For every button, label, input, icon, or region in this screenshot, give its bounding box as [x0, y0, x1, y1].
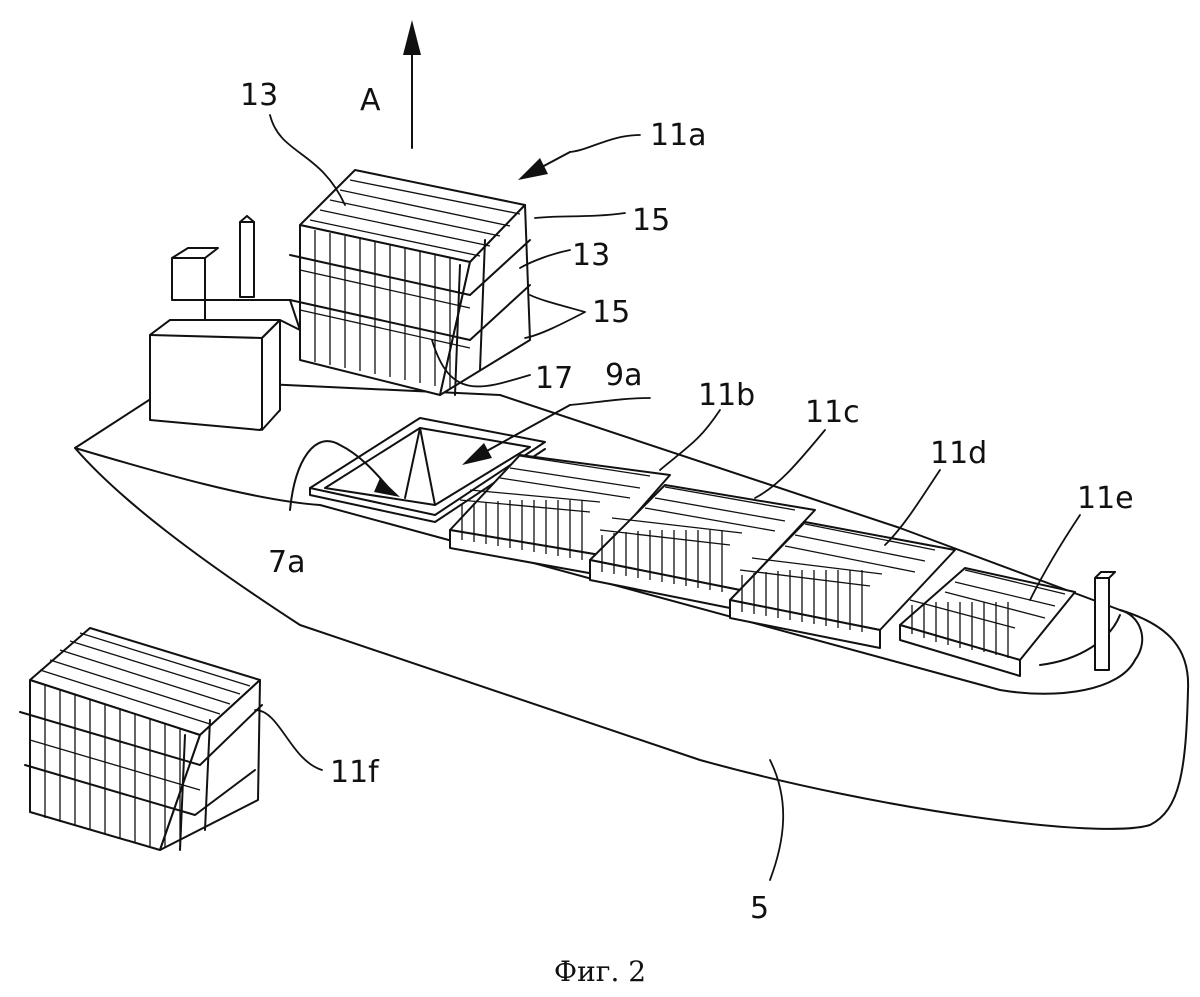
figure-caption: Фиг. 2: [553, 955, 647, 988]
label-13a: 13: [240, 78, 278, 113]
stack-11f: [19, 627, 263, 851]
funnel: [239, 221, 255, 298]
label-11f: 11f: [330, 755, 380, 790]
open-hold: [309, 417, 546, 523]
label-7a: 7a: [268, 545, 305, 580]
label-11a: 11a: [650, 118, 707, 153]
bow-bulwark: [1039, 609, 1144, 666]
label-A: A: [360, 83, 381, 118]
leader-lines: [254, 114, 1081, 881]
label-9a: 9a: [605, 358, 642, 393]
label-11b: 11b: [698, 378, 755, 413]
stack-11d: [729, 521, 956, 649]
label-15b: 15: [592, 295, 630, 330]
lift-arrowhead: [403, 20, 421, 55]
reference-labels: A 13 11a 15 13 15 17 9a 7a 11b 11c 11d 1…: [240, 78, 1134, 926]
stack-11a: [289, 169, 531, 396]
stack-11e: [899, 567, 1076, 677]
label-11e: 11e: [1077, 481, 1134, 516]
label-13b: 13: [572, 238, 610, 273]
stack-11b: [449, 454, 671, 576]
bow-mast: [1094, 577, 1110, 671]
deck-edge: [74, 447, 1136, 695]
label-15a: 15: [632, 203, 670, 238]
label-5: 5: [750, 891, 769, 926]
arrows: [289, 20, 571, 511]
superstructure: [149, 215, 301, 431]
label-11d: 11d: [930, 436, 987, 471]
deck-stacks: [449, 454, 1076, 677]
label-11c: 11c: [805, 395, 860, 430]
stack-11c: [589, 484, 816, 611]
label-17: 17: [535, 361, 573, 396]
